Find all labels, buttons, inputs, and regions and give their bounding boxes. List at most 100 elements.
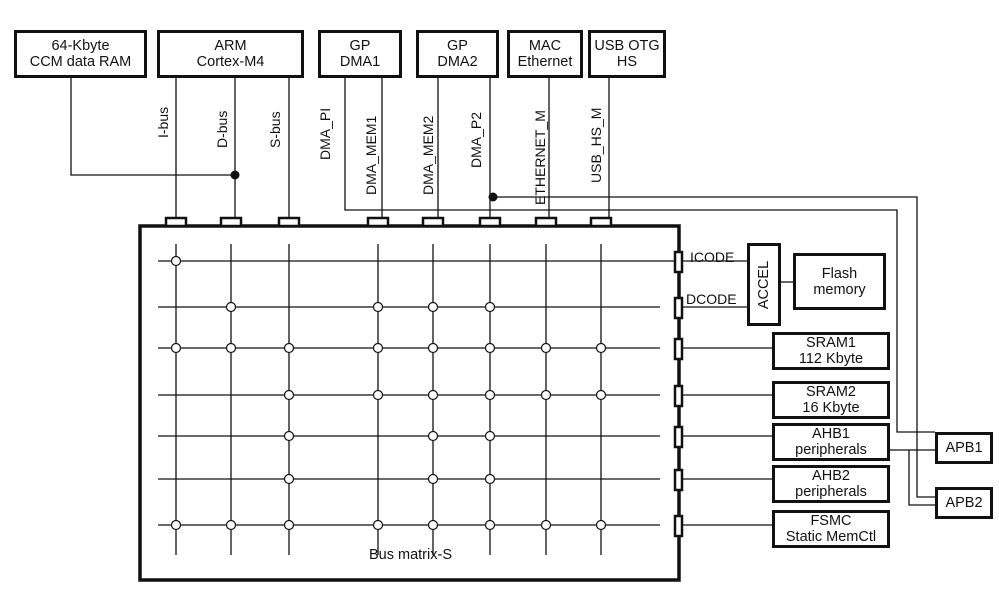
dma-p2-apb-wire	[493, 196, 935, 498]
slave-fsmc: FSMC Static MemCtl	[772, 510, 890, 548]
crossbar-node	[170, 519, 182, 531]
slave-port-0	[673, 250, 684, 274]
master-usb-line2: HS	[616, 54, 638, 70]
master-port-0	[164, 216, 188, 228]
slave-ahb2-peripherals: AHB2 peripherals	[772, 465, 890, 503]
port-label-icode: ICODE	[690, 249, 735, 265]
slave-port-5	[673, 468, 684, 492]
master-gp-dma2: GP DMA2	[416, 30, 499, 78]
bus-label-d-bus: D-bus	[214, 110, 230, 148]
master-ccm-ram-line2: CCM data RAM	[29, 54, 132, 70]
bus-label-i-bus: I-bus	[155, 106, 171, 138]
crossbar-node	[427, 473, 439, 485]
master-dma2-line1: GP	[447, 38, 468, 54]
master-port-2	[277, 216, 301, 228]
slave-flash-line1: Flash	[821, 265, 858, 282]
master-mac-ethernet: MAC Ethernet	[507, 30, 583, 78]
crossbar-node	[540, 389, 552, 401]
slave-port-3	[673, 384, 684, 408]
slave-flash-line2: memory	[813, 281, 866, 298]
master-port-7	[589, 216, 613, 228]
master-eth-line2: Ethernet	[517, 54, 573, 70]
crossbar-node	[595, 519, 607, 531]
master-dma1-line2: DMA1	[339, 54, 381, 70]
bus-label-usb-hs-m: USB_HS_M	[588, 107, 604, 183]
apb2-bridge: APB2	[935, 487, 993, 519]
crossbar-node	[427, 301, 439, 313]
crossbar-node	[372, 342, 384, 354]
crossbar-node	[170, 342, 182, 354]
crossbar-node	[225, 342, 237, 354]
bus-label-ethernet-m: ETHERNET_M	[532, 110, 548, 205]
crossbar-node	[170, 255, 182, 267]
crossbar-node	[372, 519, 384, 531]
master-ccm-ram: 64-Kbyte CCM data RAM	[14, 30, 147, 78]
bus-label-s-bus: S-bus	[267, 111, 283, 148]
accel-block: ACCEL	[747, 243, 781, 326]
master-ccm-ram-line1: 64-Kbyte	[51, 38, 110, 54]
crossbar-node	[595, 389, 607, 401]
ccm-data-ram-wire	[70, 78, 235, 176]
crossbar-node	[283, 389, 295, 401]
ahb1-to-apb2-wire	[908, 450, 935, 506]
crossbar-node	[484, 389, 496, 401]
master-eth-line1: MAC	[528, 38, 562, 54]
master-arm-line2: Cortex-M4	[196, 54, 265, 70]
master-arm-line1: ARM	[214, 38, 247, 54]
accel-label: ACCEL	[756, 260, 772, 309]
master-port-5	[478, 216, 502, 228]
crossbar-node	[283, 473, 295, 485]
master-arm-cortex-m4: ARM Cortex-M4	[157, 30, 304, 78]
bus-label-dma-pi: DMA_PI	[317, 107, 333, 160]
crossbar-node	[225, 301, 237, 313]
slave-sram2-line2: 16 Kbyte	[802, 400, 860, 416]
slave-flash-memory: Flash memory	[793, 253, 886, 310]
slave-port-1	[673, 296, 684, 320]
master-port-3	[366, 216, 390, 228]
port-label-dcode: DCODE	[686, 291, 737, 307]
master-usb-line1: USB OTG	[594, 38, 660, 54]
apb2-label: APB2	[945, 495, 983, 511]
master-port-6	[534, 216, 558, 228]
bus-label-dma-p2: DMA_P2	[468, 111, 484, 168]
slave-ahb1-line1: AHB1	[812, 426, 850, 442]
crossbar-node	[427, 389, 439, 401]
slave-sram1-line1: SRAM1	[806, 335, 856, 351]
crossbar-node	[484, 473, 496, 485]
master-port-1	[219, 216, 243, 228]
crossbar-node	[484, 301, 496, 313]
crossbar-node	[484, 342, 496, 354]
slave-sram1: SRAM1 112 Kbyte	[772, 332, 890, 370]
master-port-4	[421, 216, 445, 228]
slave-ahb1-peripherals: AHB1 peripherals	[772, 423, 890, 461]
crossbar-node	[372, 389, 384, 401]
crossbar-node	[283, 342, 295, 354]
crossbar-node	[595, 342, 607, 354]
slave-fsmc-line2: Static MemCtl	[785, 529, 877, 545]
apb1-label: APB1	[945, 440, 983, 456]
master-dma1-line1: GP	[349, 38, 371, 54]
bus-label-dma-mem1: DMA_MEM1	[363, 115, 379, 195]
dma-pi-wire	[344, 78, 935, 433]
crossbar-node	[283, 519, 295, 531]
crossbar-node	[225, 519, 237, 531]
apb1-bridge: APB1	[935, 432, 993, 464]
crossbar-node	[427, 342, 439, 354]
master-usb-otg-hs: USB OTG HS	[588, 30, 666, 78]
crossbar-node	[540, 519, 552, 531]
slave-ahb2-line1: AHB2	[812, 468, 850, 484]
crossbar-node	[283, 430, 295, 442]
bus-label-dma-mem2: DMA_MEM2	[420, 115, 436, 195]
d-bus-junction-dot	[230, 170, 240, 180]
crossbar-node	[372, 301, 384, 313]
slave-ahb2-line2: peripherals	[795, 484, 867, 500]
slave-sram2-line1: SRAM2	[806, 384, 856, 400]
crossbar-node	[484, 430, 496, 442]
crossbar-node	[427, 430, 439, 442]
slave-port-2	[673, 337, 684, 361]
master-dma2-line2: DMA2	[437, 54, 478, 70]
master-gp-dma1: GP DMA1	[318, 30, 402, 78]
slave-ahb1-line2: peripherals	[795, 442, 867, 458]
slave-port-6	[673, 514, 684, 538]
